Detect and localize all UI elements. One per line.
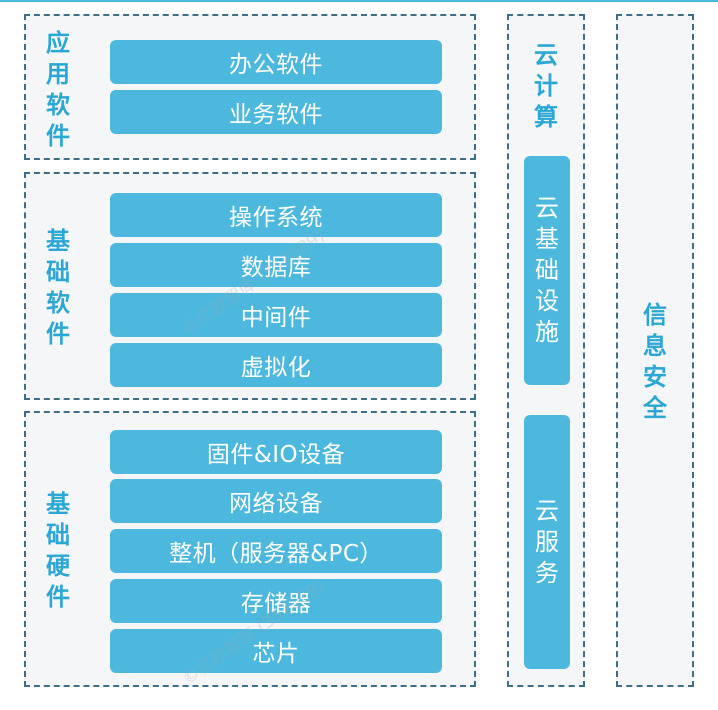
item-chip: 芯片 <box>110 629 442 673</box>
bar-char: 施 <box>535 318 559 346</box>
item-virtualization: 虚拟化 <box>110 343 442 387</box>
bar-char: 础 <box>535 256 559 284</box>
label-char: 息 <box>643 332 667 360</box>
label-char: 件 <box>46 583 70 611</box>
label-char: 全 <box>643 394 667 422</box>
bar-char: 服 <box>535 527 559 556</box>
app-software-group: 应 用 软 件 办公软件 业务软件 <box>24 14 476 160</box>
top-accent-line <box>0 0 718 2</box>
app-software-label: 应 用 软 件 <box>46 28 70 152</box>
item-server-pc: 整机（服务器&PC） <box>110 529 442 573</box>
label-char: 用 <box>46 60 70 88</box>
label-char: 信 <box>643 301 667 329</box>
item-middleware: 中间件 <box>110 293 442 337</box>
cloud-infrastructure-bar: 云 基 础 设 施 <box>524 156 570 385</box>
info-security-label: 信 息 安 全 <box>643 300 667 424</box>
base-hardware-label: 基 础 硬 件 <box>46 489 70 613</box>
bar-char: 云 <box>535 194 559 222</box>
label-char: 件 <box>46 122 70 150</box>
label-char: 计 <box>534 72 558 100</box>
item-storage: 存储器 <box>110 579 442 623</box>
item-firmware-io: 固件&IO设备 <box>110 430 442 474</box>
base-hardware-group: 基 础 硬 件 固件&IO设备 网络设备 整机（服务器&PC） 存储器 芯片 <box>24 411 476 687</box>
label-char: 算 <box>534 103 558 131</box>
label-char: 件 <box>46 320 70 348</box>
label-char: 云 <box>534 41 558 69</box>
label-char: 础 <box>46 258 70 286</box>
label-char: 软 <box>46 91 70 119</box>
bar-char: 云 <box>535 496 559 525</box>
bar-char: 设 <box>535 287 559 315</box>
item-office-software: 办公软件 <box>110 40 442 84</box>
item-network-device: 网络设备 <box>110 479 442 523</box>
item-business-software: 业务软件 <box>110 90 442 134</box>
item-operating-system: 操作系统 <box>110 193 442 237</box>
bar-char: 基 <box>535 225 559 253</box>
label-char: 安 <box>643 363 667 391</box>
cloud-computing-label: 云 计 算 <box>534 40 558 133</box>
base-software-label: 基 础 软 件 <box>46 226 70 350</box>
label-char: 基 <box>46 227 70 255</box>
item-database: 数据库 <box>110 243 442 287</box>
label-char: 础 <box>46 521 70 549</box>
cloud-computing-group: 云 计 算 云 基 础 设 施 云 服 务 <box>507 14 585 687</box>
label-char: 硬 <box>46 552 70 580</box>
cloud-service-bar: 云 服 务 <box>524 415 570 669</box>
label-char: 应 <box>46 29 70 57</box>
label-char: 软 <box>46 289 70 317</box>
label-char: 基 <box>46 490 70 518</box>
bar-char: 务 <box>535 558 559 587</box>
info-security-group: 信 息 安 全 <box>616 14 694 687</box>
base-software-group: 基 础 软 件 操作系统 数据库 中间件 虚拟化 <box>24 172 476 400</box>
